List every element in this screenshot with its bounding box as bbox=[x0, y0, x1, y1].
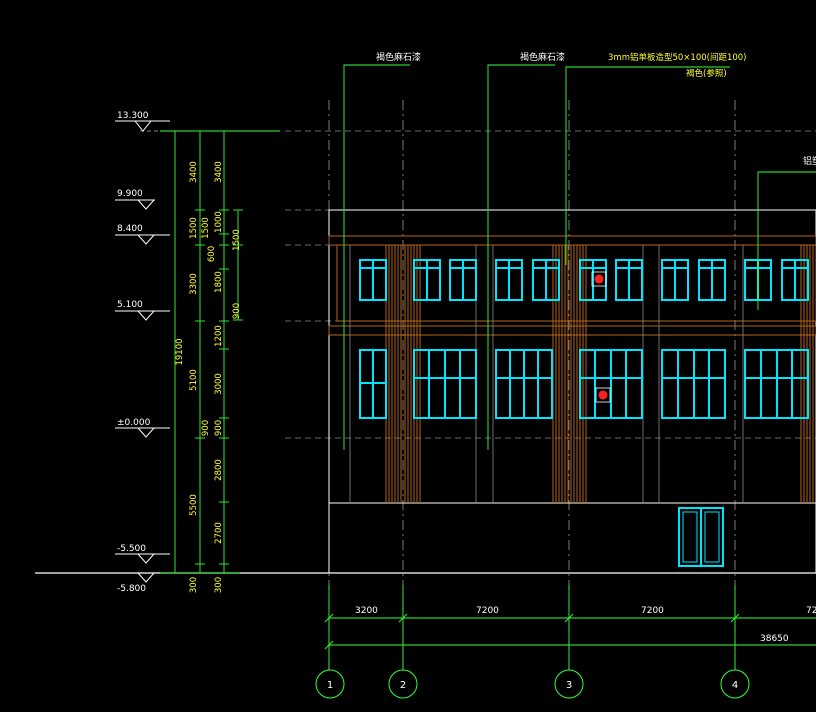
dim-text: 2700 bbox=[214, 522, 224, 544]
grid-bubble-label: 1 bbox=[327, 680, 333, 691]
dim-text: 1800 bbox=[214, 271, 224, 293]
dim-text: 3000 bbox=[214, 373, 224, 395]
annotation-label: 铝塑 bbox=[803, 155, 816, 167]
h-dim-text: 72 bbox=[806, 606, 816, 616]
vertical-dimension-chains bbox=[160, 130, 280, 574]
dim-text: 1000 bbox=[214, 211, 224, 233]
dim-text: 1200 bbox=[214, 325, 224, 347]
grid-bubble-3: 3 bbox=[554, 669, 584, 699]
red-marker-upper bbox=[591, 271, 607, 287]
window bbox=[413, 349, 477, 419]
level-marker-13300: 13.300 bbox=[115, 111, 280, 132]
grid-bubble-label: 4 bbox=[732, 680, 738, 691]
window bbox=[359, 259, 387, 301]
grid-axis-lines bbox=[328, 100, 736, 670]
level-marker-5100: 5.100 bbox=[115, 300, 170, 321]
grid-bubble-4: 4 bbox=[720, 669, 750, 699]
dim-text: 3300 bbox=[189, 273, 199, 295]
annotation-label: 褐色麻石漆 bbox=[376, 51, 421, 63]
dim-text: 3400 bbox=[189, 161, 199, 183]
window bbox=[532, 259, 560, 301]
window bbox=[495, 349, 553, 419]
dim-text: 19100 bbox=[175, 338, 185, 365]
total-dim-text: 38650 bbox=[760, 634, 789, 644]
window bbox=[359, 349, 387, 419]
h-dim-text: 7200 bbox=[641, 606, 664, 616]
window bbox=[579, 349, 643, 419]
grid-bubble-1: 1 bbox=[315, 669, 345, 699]
dim-text: 1500 bbox=[232, 229, 242, 251]
window bbox=[781, 259, 809, 301]
window bbox=[495, 259, 523, 301]
level-text: 13.300 bbox=[117, 111, 149, 121]
dim-text: 300 bbox=[214, 577, 224, 593]
grid-bubble-label: 3 bbox=[566, 680, 572, 691]
window bbox=[661, 349, 726, 419]
dim-text: 5500 bbox=[189, 494, 199, 516]
entrance-door bbox=[678, 507, 724, 567]
window bbox=[413, 259, 441, 301]
annotation-leaders bbox=[343, 64, 816, 450]
grid-bubble-2: 2 bbox=[388, 669, 418, 699]
h-dim-text: 3200 bbox=[355, 606, 378, 616]
red-marker-lower bbox=[595, 387, 611, 403]
level-reference-lines bbox=[285, 130, 816, 439]
level-text: ±0.000 bbox=[117, 418, 151, 428]
dim-text: 5100 bbox=[189, 369, 199, 391]
horizontal-dimension-chain bbox=[324, 585, 816, 670]
upper-windows bbox=[359, 259, 809, 301]
annotation-label: 3mm铝单板造型50×100(间距100) bbox=[608, 52, 747, 63]
dim-text: 600 bbox=[207, 246, 217, 262]
building-facade bbox=[328, 209, 816, 574]
dim-text: 900 bbox=[214, 420, 224, 436]
lower-windows bbox=[359, 349, 809, 419]
level-marker-minus5800: -5.800 bbox=[117, 572, 155, 594]
dim-text: 2800 bbox=[214, 459, 224, 481]
level-marker-minus5500: -5.500 bbox=[115, 544, 170, 564]
window bbox=[698, 259, 726, 301]
level-marker-9900: 9.900 bbox=[115, 189, 155, 210]
level-marker-0000: ±0.000 bbox=[115, 418, 170, 438]
window bbox=[661, 259, 689, 301]
h-dim-text: 7200 bbox=[476, 606, 499, 616]
level-text: -5.500 bbox=[117, 544, 146, 554]
cladding-strip-b bbox=[552, 245, 587, 503]
dim-text: 900 bbox=[201, 420, 211, 436]
level-text: 5.100 bbox=[117, 300, 143, 310]
grid-bubble-label: 2 bbox=[400, 680, 406, 691]
level-text: 9.900 bbox=[117, 189, 143, 199]
dim-text: 300 bbox=[189, 577, 199, 593]
window bbox=[615, 259, 643, 301]
dim-text: 1500 bbox=[189, 217, 199, 239]
level-marker-8400: 8.400 bbox=[115, 224, 170, 245]
window bbox=[744, 349, 809, 419]
dim-text: 900 bbox=[232, 303, 242, 319]
level-text: -5.800 bbox=[117, 584, 146, 594]
annotation-label: 褐色麻石漆 bbox=[520, 51, 565, 63]
dim-text: 3400 bbox=[214, 161, 224, 183]
level-text: 8.400 bbox=[117, 224, 143, 234]
window bbox=[449, 259, 477, 301]
annotation-label: 褐色(参照) bbox=[686, 68, 727, 79]
dim-text: 1500 bbox=[201, 217, 211, 239]
